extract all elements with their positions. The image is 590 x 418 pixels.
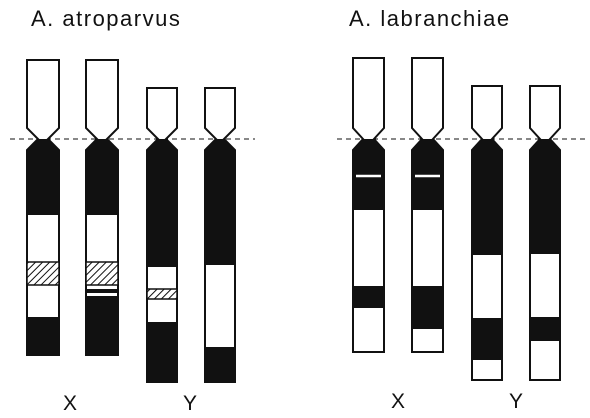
chromosome-atroparvus-x2 bbox=[86, 60, 118, 355]
x-label-labranchiae: X bbox=[391, 390, 405, 414]
chromosome-atroparvus-x1 bbox=[27, 60, 59, 355]
y-label-atroparvus: Y bbox=[183, 392, 197, 416]
hatched-band bbox=[147, 289, 177, 299]
chromosome-labranchiae-y1 bbox=[472, 86, 502, 380]
chromosome-atroparvus-y1 bbox=[147, 88, 177, 382]
hatched-band bbox=[86, 262, 118, 285]
chromosome-atroparvus-y2 bbox=[205, 88, 235, 382]
chromosome-labranchiae-y2 bbox=[530, 86, 560, 380]
chromosome-labranchiae-x2 bbox=[412, 58, 443, 352]
hatched-band bbox=[27, 262, 59, 285]
x-label-atroparvus: X bbox=[63, 392, 77, 416]
y-label-labranchiae: Y bbox=[509, 390, 523, 414]
chromosome-labranchiae-x1 bbox=[353, 58, 384, 352]
